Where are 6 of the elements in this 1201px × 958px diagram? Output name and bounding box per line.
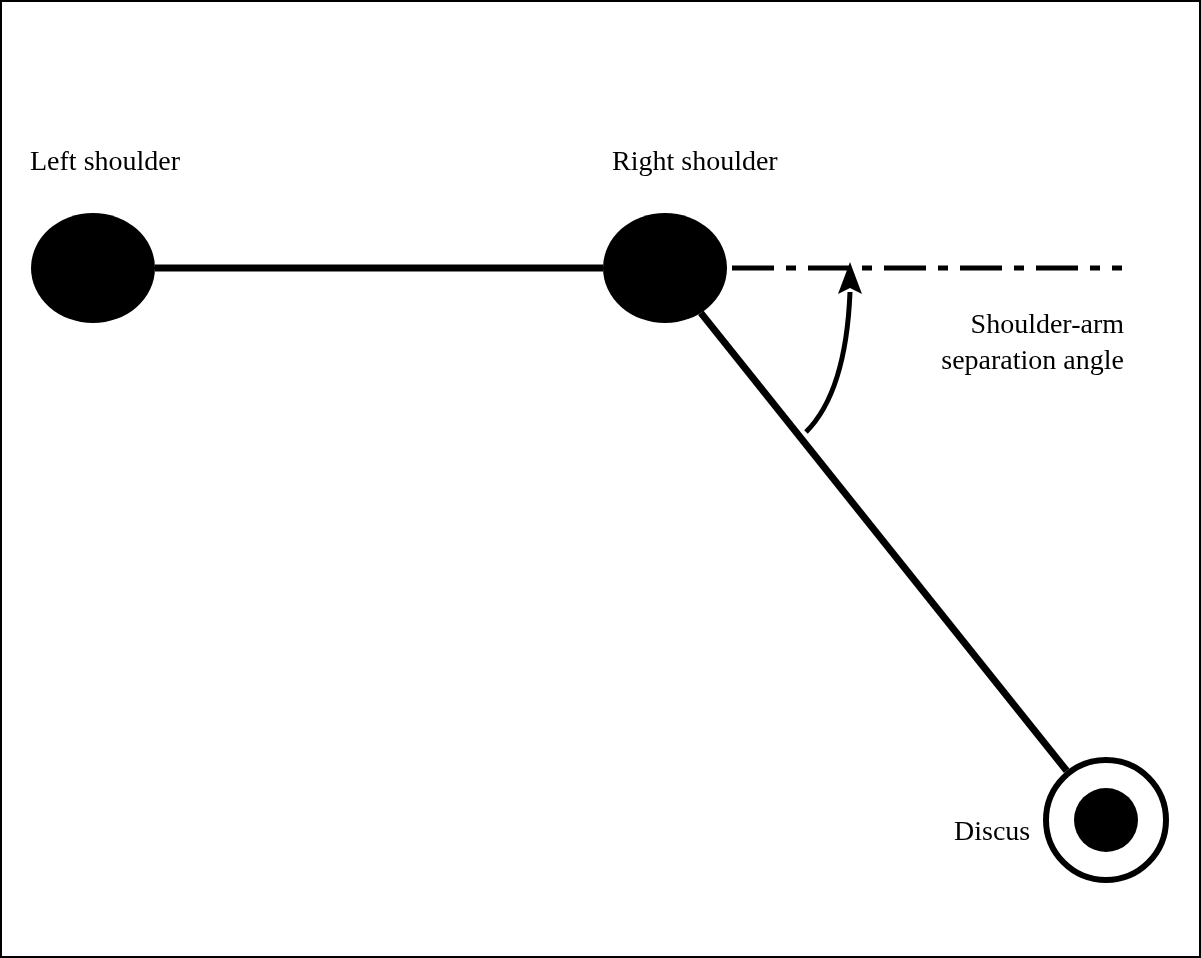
angle-label: Shoulder-arm separation angle xyxy=(940,307,1124,377)
connector-line xyxy=(698,310,1070,773)
node-label: Right shoulder xyxy=(612,144,778,178)
node-label: Left shoulder xyxy=(30,144,181,178)
connector-line xyxy=(155,264,603,272)
node-label: Discus xyxy=(954,814,1031,848)
